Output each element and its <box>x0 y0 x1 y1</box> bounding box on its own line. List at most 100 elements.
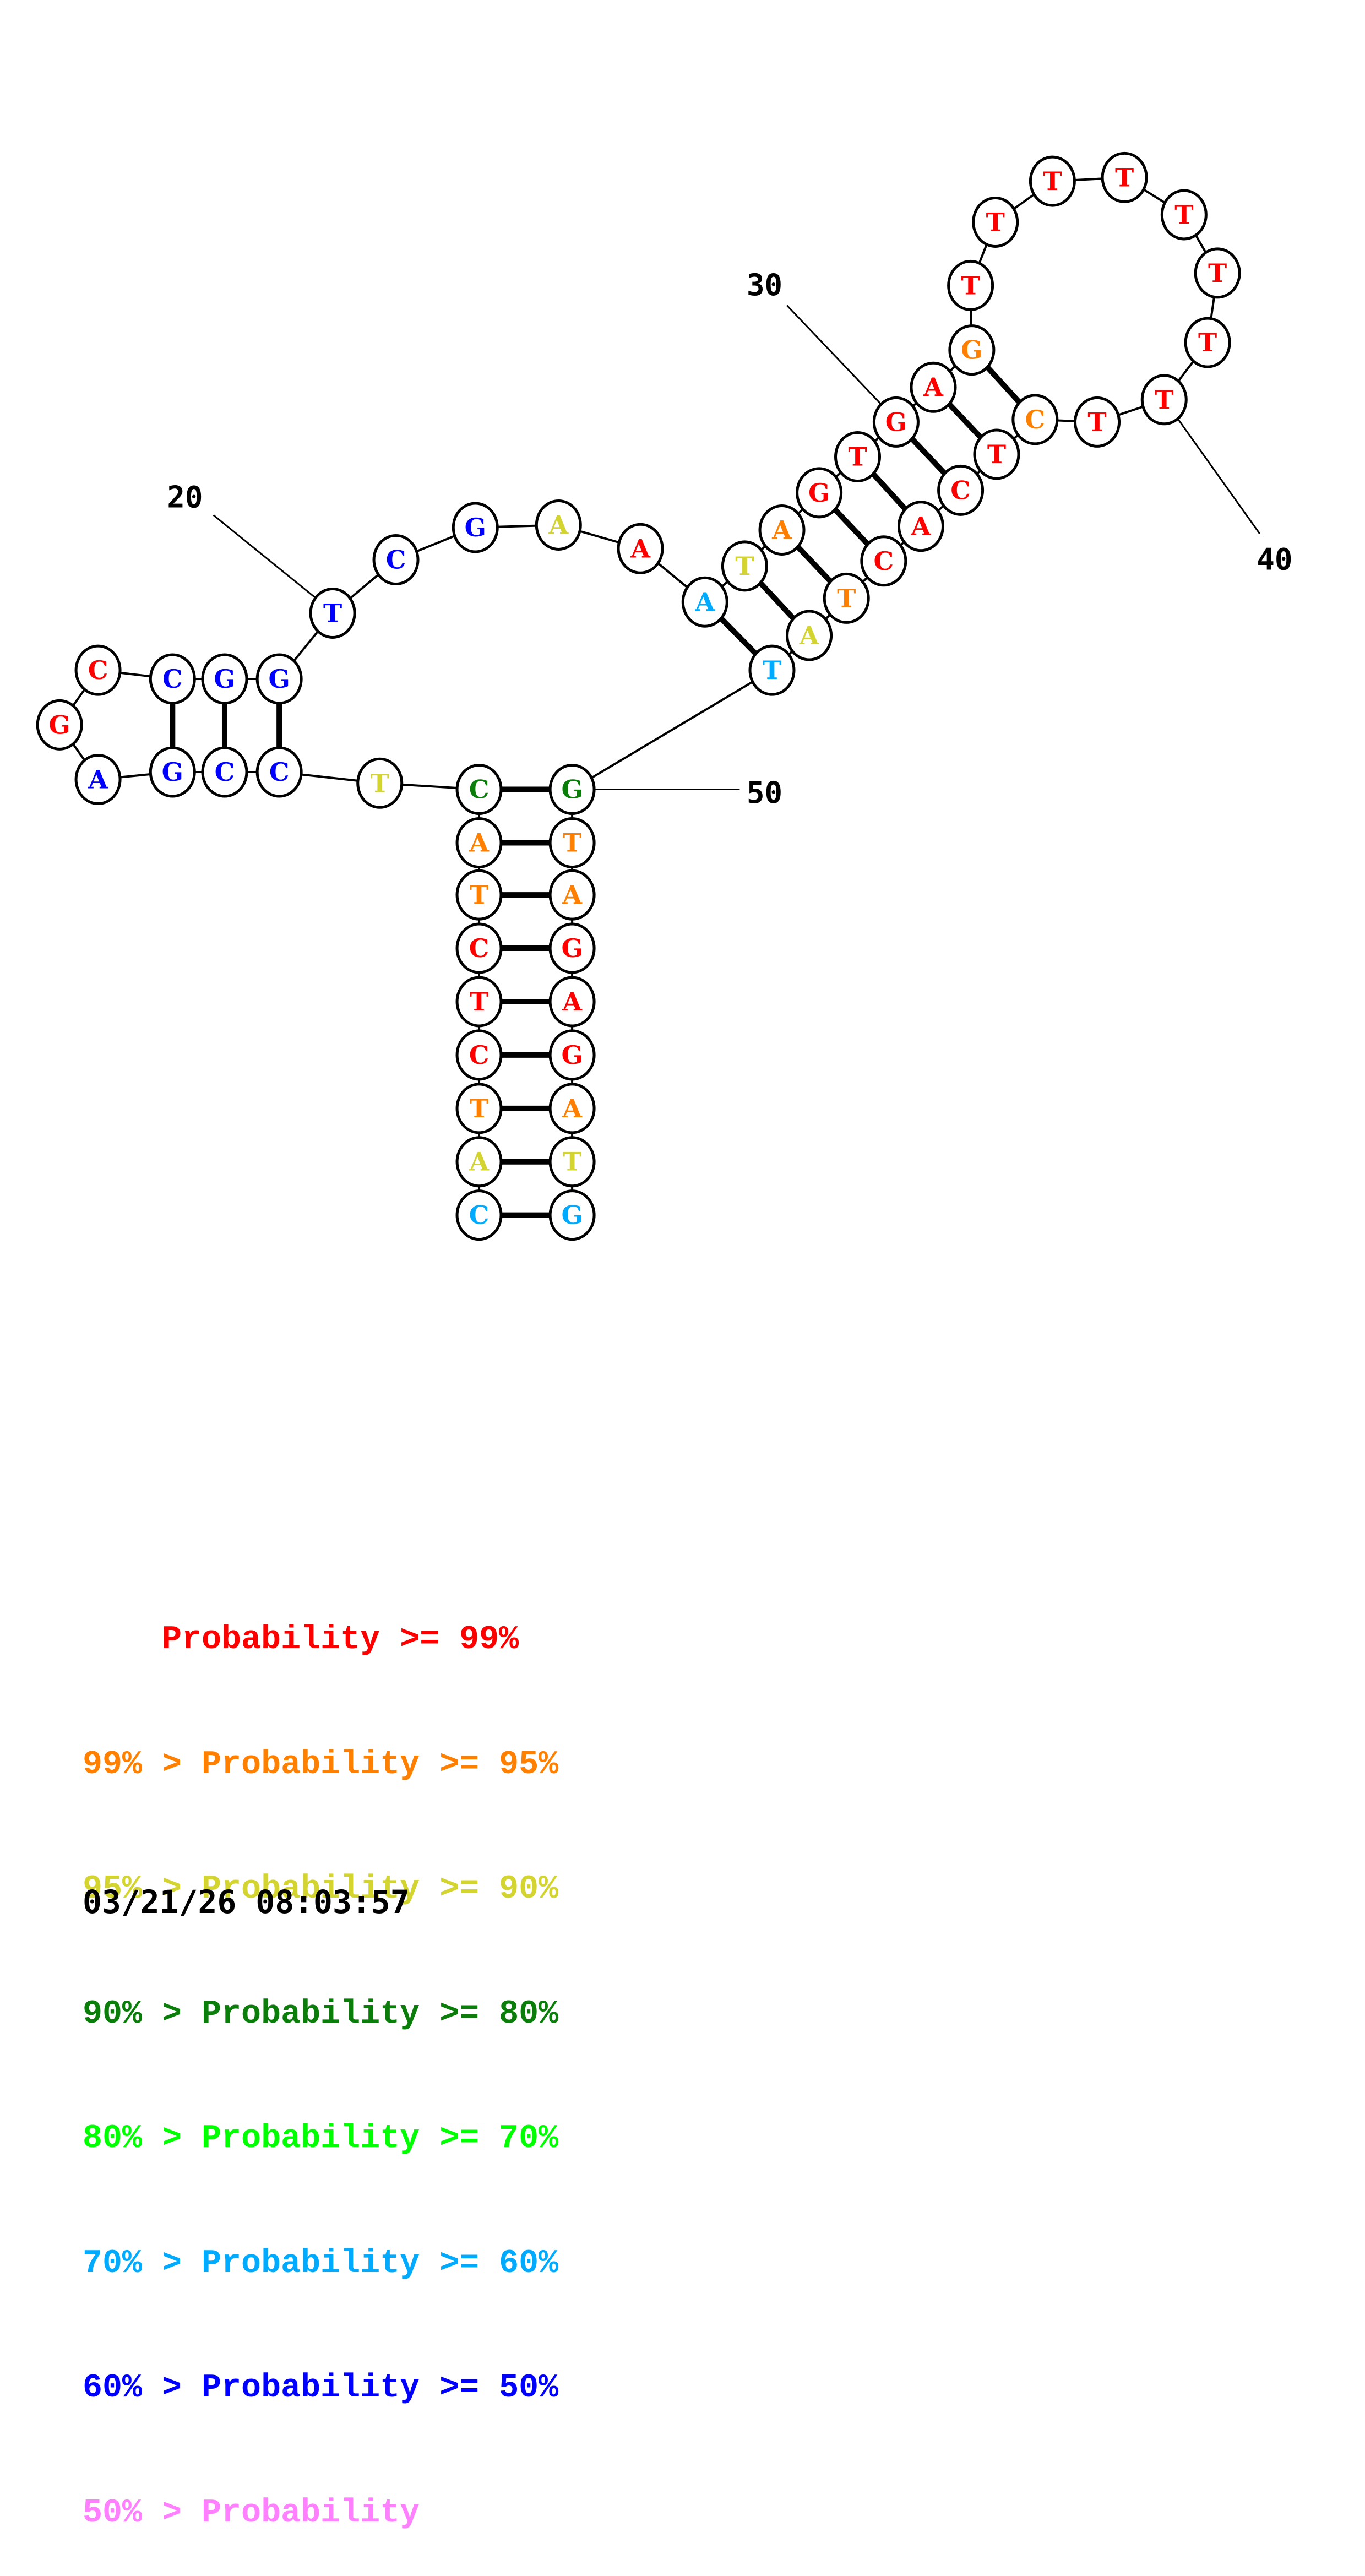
nucleotide: T <box>1029 155 1076 207</box>
nucleotide-circle <box>201 746 248 798</box>
nucleotide: T <box>972 196 1019 248</box>
nucleotide-circle <box>548 1029 596 1081</box>
nucleotide: T <box>823 572 870 624</box>
legend-row: 95% > Probability >= 90% <box>83 1871 559 1908</box>
nucleotide: G <box>149 746 196 798</box>
legend-row: Probability >= 99% <box>162 1621 519 1659</box>
nucleotide-letter: C <box>269 757 290 787</box>
nucleotide: A <box>910 361 957 413</box>
position-label-line <box>213 514 326 607</box>
nucleotide-circle <box>972 196 1019 248</box>
nucleotide-letter: C <box>469 1040 490 1070</box>
nucleotide: A <box>548 1083 596 1134</box>
nucleotide: G <box>548 1189 596 1241</box>
nucleotide-letter: T <box>323 598 342 628</box>
nucleotide: G <box>201 653 248 705</box>
nucleotide-letter: T <box>1174 200 1193 230</box>
nucleotide-circle <box>758 504 806 556</box>
nucleotide-circle <box>149 746 196 798</box>
nucleotide-letter: C <box>386 545 406 575</box>
nucleotide-letter: A <box>562 987 583 1017</box>
nucleotide-letter: G <box>885 407 907 437</box>
nucleotide-circle <box>548 922 596 974</box>
nucleotide-letter: A <box>562 1094 583 1123</box>
nucleotide-letter: A <box>923 372 944 402</box>
nucleotide-circle <box>548 1189 596 1241</box>
legend-row: 60% > Probability >= 50% <box>83 2370 559 2407</box>
nucleotide: T <box>1194 247 1241 299</box>
nucleotide: T <box>748 644 796 696</box>
nucleotide-letter: C <box>469 775 490 805</box>
backbone-segment <box>572 669 773 791</box>
nucleotide-letter: C <box>950 475 971 505</box>
nucleotide: C <box>1011 394 1059 445</box>
nucleotide-circle <box>309 587 356 639</box>
nucleotide-letter: T <box>563 1147 581 1177</box>
nucleotide-circle <box>748 644 796 696</box>
nucleotide: A <box>617 523 664 574</box>
nucleotide-circle <box>834 431 882 482</box>
nucleotide-letter: C <box>874 546 894 576</box>
nucleotide-letter: G <box>961 335 982 365</box>
nucleotide-letter: T <box>1198 328 1217 357</box>
nucleotide: T <box>455 1083 503 1134</box>
nucleotide-circle <box>1074 396 1121 448</box>
nucleotide-circle <box>36 699 83 751</box>
nucleotide-circle <box>455 1189 503 1241</box>
nucleotide: C <box>455 922 503 974</box>
nucleotide-letter: G <box>162 757 183 787</box>
nucleotide: T <box>1140 374 1188 426</box>
nucleotide-letter: C <box>162 664 183 694</box>
nucleotide-letter: T <box>735 551 754 581</box>
nucleotide: T <box>455 976 503 1028</box>
legend-row: 99% > Probability >= 95% <box>83 1746 559 1784</box>
nucleotide-letter: G <box>214 664 235 694</box>
nucleotide-circle <box>74 644 122 696</box>
nucleotide-circle <box>796 467 843 519</box>
nucleotide: A <box>455 817 503 868</box>
nucleotide-circle <box>455 817 503 868</box>
nucleotide-circle <box>872 396 920 448</box>
nucleotide-circle <box>255 746 303 798</box>
nucleotide-circle <box>548 1083 596 1134</box>
legend-row: 50% > Probability <box>83 2494 420 2532</box>
position-label: 40 <box>1257 542 1292 577</box>
nucleotide-letter: G <box>269 664 290 694</box>
nucleotide: G <box>548 764 596 816</box>
nucleotide-circle <box>548 817 596 868</box>
nucleotide: C <box>937 464 985 516</box>
nucleotide: A <box>897 501 944 552</box>
nucleotide-letter: C <box>215 757 235 787</box>
nucleotide-letter: T <box>470 880 488 910</box>
nucleotide-letter: T <box>563 828 581 857</box>
nucleotide: C <box>74 644 122 696</box>
nucleotide-letter: A <box>469 1147 490 1177</box>
nucleotide: T <box>1160 189 1208 241</box>
nucleotide-circle <box>1011 394 1059 445</box>
nucleotide-letter: G <box>561 1040 583 1070</box>
nucleotide: A <box>74 754 122 806</box>
nucleotide: G <box>948 324 996 376</box>
nucleotide-circle <box>937 464 985 516</box>
nucleotide-letter: T <box>837 583 856 613</box>
nucleotide-circle <box>548 1136 596 1188</box>
nucleotide-circle <box>535 499 582 551</box>
nucleotide-circle <box>455 1029 503 1081</box>
nucleotide-letter: G <box>561 933 583 963</box>
nucleotide-letter: G <box>49 710 70 740</box>
nucleotide-letter: T <box>1115 162 1134 192</box>
legend-row: 80% > Probability >= 70% <box>83 2120 559 2157</box>
nucleotide-circle <box>455 976 503 1028</box>
nucleotide-letter: A <box>469 828 490 857</box>
nucleotide: G <box>255 653 303 705</box>
nucleotide-circle <box>973 428 1020 480</box>
nucleotide-letter: C <box>88 655 108 685</box>
nucleotide-circle <box>948 324 996 376</box>
nucleotide-letter: A <box>548 510 569 540</box>
nucleotide: C <box>201 746 248 798</box>
nucleotide-circle <box>860 535 907 587</box>
nucleotide: A <box>758 504 806 556</box>
nucleotide: T <box>309 587 356 639</box>
nucleotide: G <box>452 502 499 553</box>
